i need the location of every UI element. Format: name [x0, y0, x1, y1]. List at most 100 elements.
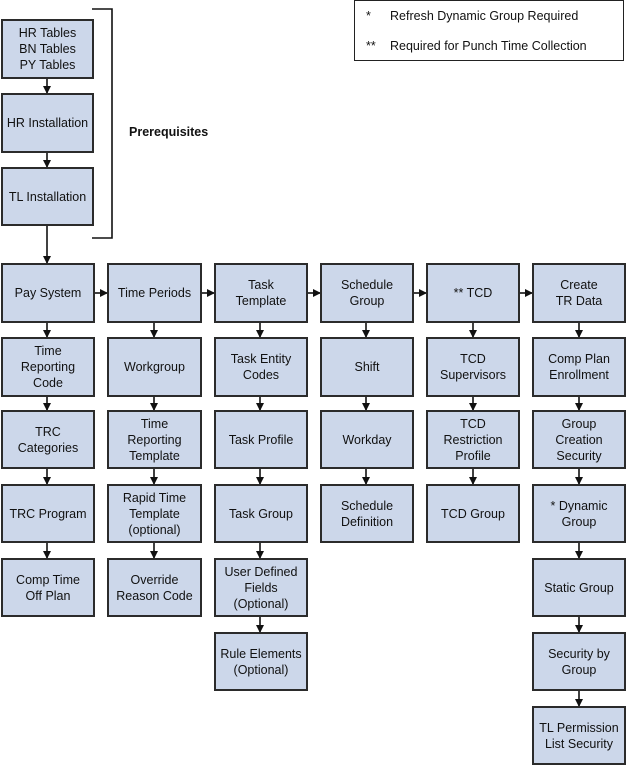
node-label: TCD Group: [441, 506, 505, 522]
prerequisites-label: Prerequisites: [129, 125, 209, 139]
node-label: Workgroup: [124, 359, 185, 375]
node-label-line: Creation: [555, 432, 603, 447]
node-label-line: Rapid Time: [122, 490, 187, 505]
node-label: Rule Elements(Optional): [220, 646, 301, 678]
node-rule-elements: Rule Elements(Optional): [214, 632, 308, 691]
node-label-line: Task Group: [229, 506, 293, 521]
node-label-line: (optional): [128, 522, 181, 537]
node-label-line: Security by: [548, 646, 610, 661]
node-hr-installation: HR Installation: [1, 93, 94, 153]
legend-text: Required for Punch Time Collection: [390, 39, 587, 53]
node-label: Shift: [354, 359, 379, 375]
node-time-periods: Time Periods: [107, 263, 202, 323]
node-label-line: Group: [561, 662, 597, 677]
node-label-line: TCD: [460, 416, 486, 431]
node-task-profile: Task Profile: [214, 410, 308, 469]
node-label-line: Task Profile: [228, 432, 294, 447]
node-label-line: Enrollment: [549, 368, 609, 382]
node-trc-program: TRC Program: [1, 484, 95, 543]
node-label: Workday: [342, 432, 391, 448]
node-label-line: TCD: [460, 352, 486, 366]
legend-item-refresh: * Refresh Dynamic Group Required: [355, 8, 623, 24]
node-label-line: Reason Code: [116, 588, 193, 603]
node-create-tr-data: Create TR Data: [532, 263, 626, 323]
node-label-line: Template: [235, 294, 287, 308]
node-label-line: Time: [34, 344, 62, 358]
node-label-line: TR Data: [555, 294, 603, 308]
node-label-line: PY Tables: [19, 58, 76, 72]
legend-symbol: **: [366, 39, 376, 53]
node-label-line: ** TCD: [453, 286, 493, 300]
node-label-line: TRC: [35, 424, 61, 439]
node-label: Task Group: [229, 506, 293, 522]
node-label-line: TCD Group: [441, 506, 505, 521]
node-label-line: Fields: [244, 580, 278, 595]
prerequisites-bracket: [92, 8, 113, 239]
node-label-line: Create: [560, 278, 598, 292]
legend-symbol: *: [366, 9, 371, 23]
node-workgroup: Workgroup: [107, 337, 202, 397]
node-pay-system: Pay System: [1, 263, 95, 323]
node-label-line: Reporting: [127, 432, 182, 447]
node-label-line: Pay System: [14, 286, 82, 300]
node-label-line: Workgroup: [124, 360, 185, 374]
node-label-line: Reporting: [20, 360, 76, 374]
node-label-line: Group: [349, 294, 385, 308]
node-label-line: Time: [140, 416, 169, 431]
node-label-line: Comp Time: [16, 572, 80, 587]
node-label-line: TL Installation: [8, 189, 87, 204]
node-label-line: Shift: [354, 360, 380, 374]
node-static-group: Static Group: [532, 558, 626, 617]
node-label-line: HR Installation: [6, 116, 89, 130]
node-label-line: Template: [129, 506, 180, 521]
node-label: Create TR Data: [556, 277, 603, 309]
node-label-line: Security: [556, 448, 602, 463]
node-label: HR Installation: [7, 115, 88, 131]
legend-item-punch: ** Required for Punch Time Collection: [355, 38, 623, 54]
node-label-line: BN Tables: [19, 42, 76, 56]
node-label: Time Periods: [118, 285, 191, 301]
node-label: Pay System: [15, 285, 82, 301]
node-label-line: Comp Plan: [548, 352, 610, 366]
node-label-line: Task: [248, 278, 274, 292]
node-label-line: User Defined: [224, 564, 298, 579]
node-tcd-group: TCD Group: [426, 484, 520, 543]
node-label: Static Group: [544, 580, 613, 596]
node-label-line: List Security: [544, 736, 614, 751]
node-label: TL Installation: [9, 189, 86, 205]
node-label-line: Static Group: [544, 580, 614, 595]
node-label: Task Profile: [229, 432, 294, 448]
node-label-line: Off Plan: [25, 588, 71, 603]
legend-text: Refresh Dynamic Group Required: [390, 9, 579, 23]
node-label-line: (Optional): [233, 662, 289, 677]
node-label-line: Override: [130, 572, 179, 587]
node-label-line: TRC Program: [9, 506, 87, 521]
node-label-line: Time Periods: [117, 286, 192, 300]
node-workday: Workday: [320, 410, 414, 469]
